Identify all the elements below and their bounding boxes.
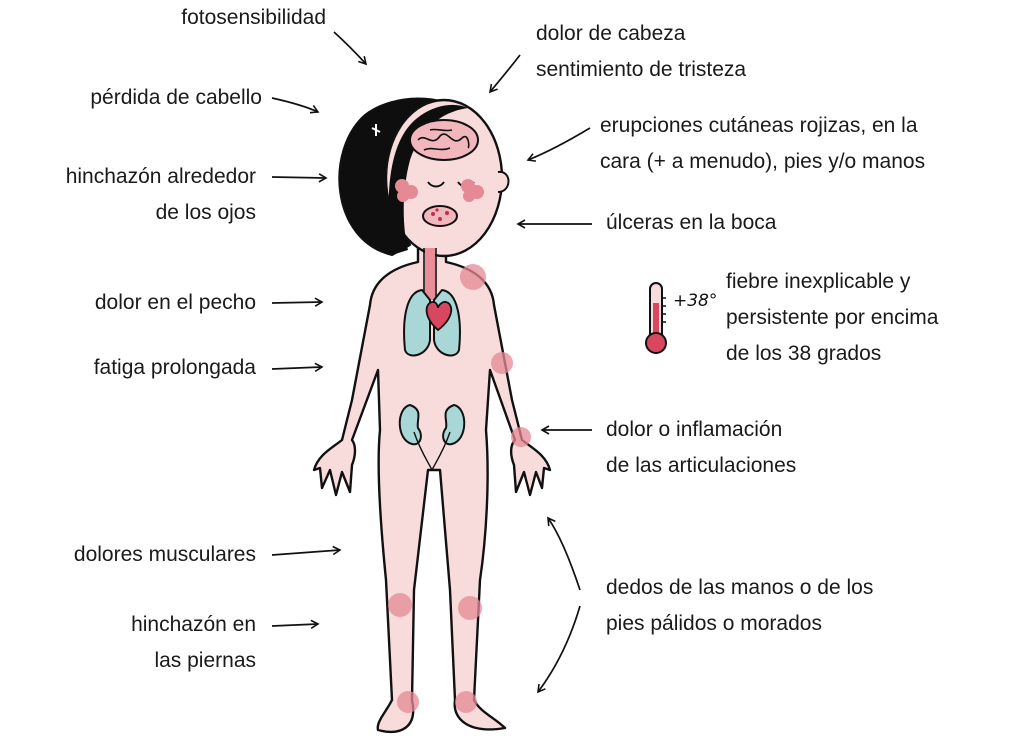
joint-spots [388,264,531,713]
heart-organ [425,300,453,332]
mouth [422,205,458,227]
label-ulceras: úlceras en la boca [606,211,777,234]
arrow-musculares [271,545,342,556]
cheek-rash-left [395,179,418,202]
lung-left [403,288,431,357]
label-hinchazon-piernas: hinchazón en las piernas [131,613,256,672]
label-perdida-cabello: pérdida de cabello [90,86,262,109]
kidney-right [442,403,466,446]
label-erupciones: erupciones cutáneas rojizas, en la cara … [600,114,926,173]
kidney-left [398,403,422,446]
arrow-pecho [271,297,324,307]
thermometer-temp: +38° [673,291,717,311]
arrow-perdida [271,97,320,114]
label-hinchazon-ojos: hinchazón alrededor de los ojos [65,165,256,224]
arrow-dedos-up [547,516,581,591]
label-fotosensibilidad: fotosensibilidad [181,6,326,29]
arrow-erupciones [526,127,591,162]
hair-front [388,104,468,255]
label-dolores-musculares: dolores musculares [73,543,256,566]
arrow-hinchazon-ojos [271,173,328,183]
arrow-piernas [271,619,320,629]
arrow-fotosensibilidad [333,31,368,66]
ear [497,170,510,193]
label-fiebre: fiebre inexplicable y persistente por en… [726,270,939,365]
body-silhouette [312,246,552,734]
arrow-fatiga [271,362,324,372]
label-dedos: dedos de las manos o de los pies pálidos… [606,576,874,635]
thermometer-icon [645,282,667,354]
brain [409,119,479,161]
arrow-cabeza [488,54,521,94]
cheek-rash-right [461,179,484,202]
arrow-dedos-down [537,605,581,694]
label-fatiga: fatiga prolongada [93,356,256,379]
label-articulaciones: dolor o inflamación de las articulacione… [606,418,797,477]
label-cabeza: dolor de cabeza sentimiento de tristeza [536,22,747,81]
label-dolor-pecho: dolor en el pecho [94,291,256,314]
